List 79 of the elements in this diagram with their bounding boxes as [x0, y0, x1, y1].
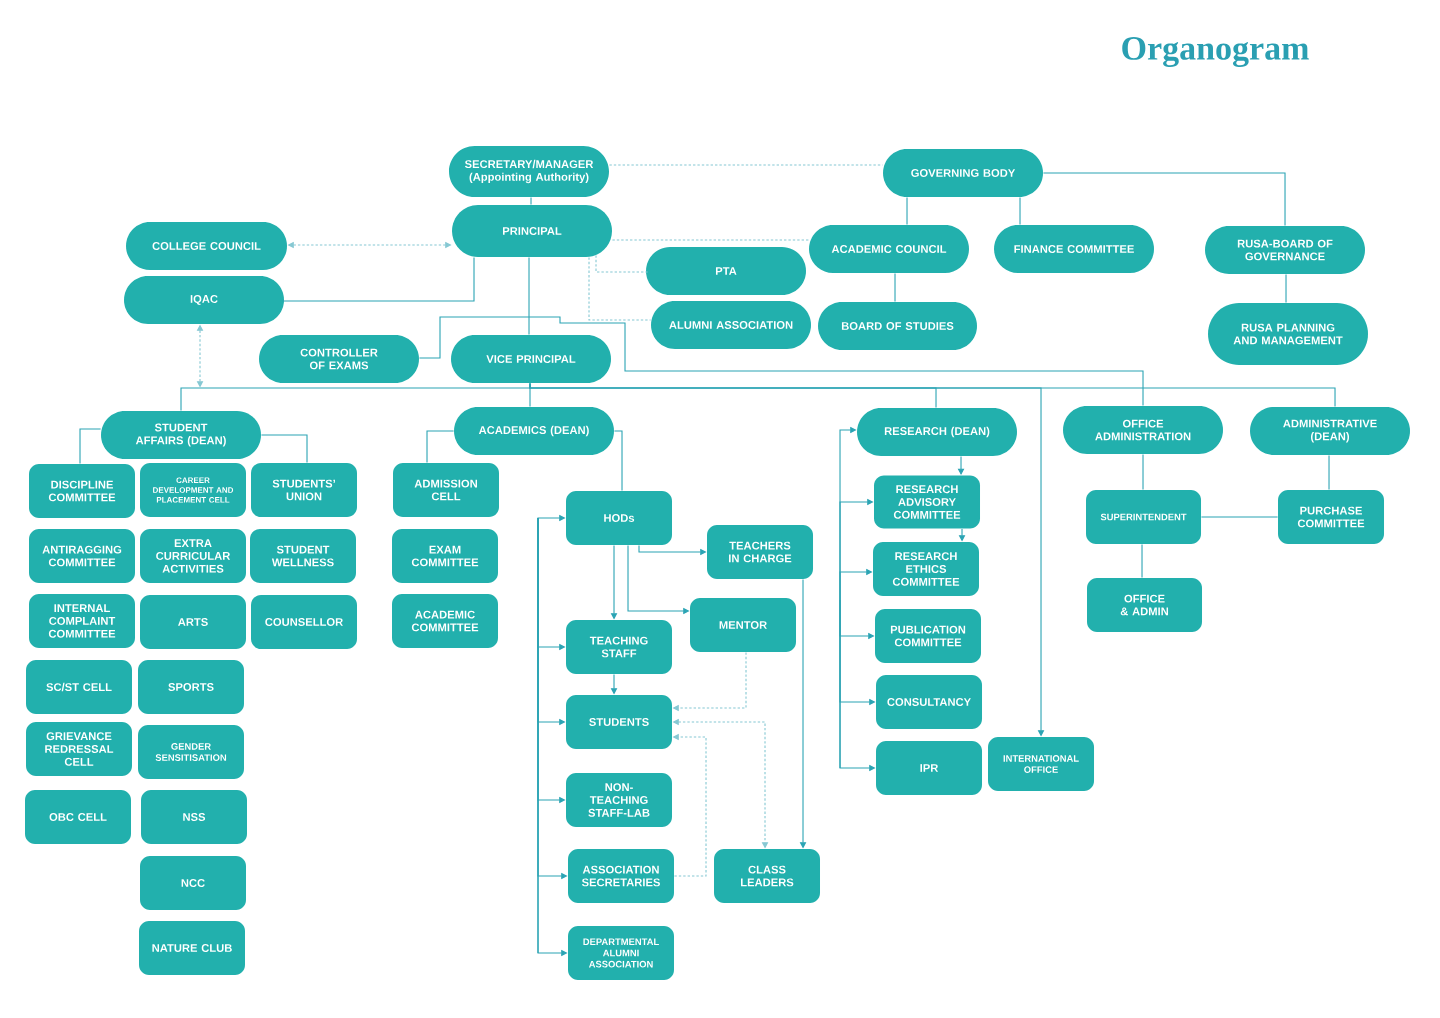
unit-box: INTERNAL COMPLAINT COMMITTEE	[29, 594, 135, 648]
dashed-connector	[608, 164, 884, 166]
pill-box: COLLEGE COUNCIL	[126, 222, 287, 270]
unit-box: NSS	[141, 790, 247, 844]
connector-line	[426, 430, 455, 464]
connector-line	[528, 256, 530, 336]
unit-box: GENDER SENSITISATION	[138, 725, 244, 779]
unit-box: OBC CELL	[25, 790, 131, 844]
pill-box: GOVERNING BODY	[883, 149, 1043, 197]
unit-box: TEACHING STAFF	[566, 620, 672, 674]
connector-line	[281, 256, 475, 302]
connector-line	[1019, 196, 1021, 226]
unit-box: PURCHASE COMMITTEE	[1278, 490, 1384, 544]
connector-line	[1042, 172, 1286, 227]
pill-box: ADMINISTRATIVE (DEAN)	[1250, 407, 1410, 455]
unit-box: CLASS LEADERS	[714, 849, 820, 903]
unit-box: STUDENT WELLNESS	[250, 529, 356, 583]
unit-box: OFFICE & ADMIN	[1087, 578, 1202, 632]
connector-line	[1142, 453, 1144, 491]
unit-box: NCC	[140, 856, 246, 910]
connector-line	[418, 316, 1144, 407]
unit-box: ARTS	[140, 595, 246, 649]
pill-box: FINANCE COMMITTEE	[994, 225, 1154, 273]
pill-box: STUDENT AFFAIRS (DEAN)	[101, 411, 261, 459]
pill-box: ALUMNI ASSOCIATION	[651, 301, 811, 349]
title: Organogram	[1122, 37, 1309, 67]
pill-box: IQAC	[124, 276, 284, 324]
unit-box: EXTRA CURRICULAR ACTIVITIES	[140, 529, 246, 583]
unit-box: NON- TEACHING STAFF-LAB	[566, 773, 672, 827]
connector-line	[894, 272, 896, 303]
unit-box: MENTOR	[690, 598, 796, 652]
connector-line	[530, 196, 532, 206]
pill-box: CONTROLLER OF EXAMS	[259, 335, 419, 383]
pill-box: RUSA-BOARD OF GOVERNANCE	[1205, 226, 1365, 274]
unit-box: SC/ST CELL	[26, 660, 132, 714]
pill-box: BOARD OF STUDIES	[818, 302, 977, 350]
unit-box: CAREER DEVELOPMENT AND PLACEMENT CELL	[140, 463, 246, 517]
unit-box: CONSULTANCY	[876, 675, 982, 729]
pill-box: PTA	[646, 247, 806, 295]
unit-box: SUPERINTENDENT	[1086, 490, 1201, 544]
connector-line	[1328, 454, 1330, 491]
unit-box: PUBLICATION COMMITTEE	[875, 609, 981, 663]
unit-box: ACADEMIC COMMITTEE	[392, 594, 498, 648]
pill-box: ACADEMIC COUNCIL	[809, 225, 969, 273]
pill-box: RESEARCH (DEAN)	[857, 408, 1017, 456]
unit-box: TEACHERS IN CHARGE	[707, 525, 813, 579]
pill-box: SECRETARY/MANAGER (Appointing Authority)	[449, 146, 609, 197]
unit-box: STUDENTS	[566, 695, 672, 749]
pill-box: VICE PRINCIPAL	[451, 335, 611, 383]
unit-box: RESEARCH ADVISORY COMMITTEE	[874, 475, 980, 529]
unit-box: RESEARCH ETHICS COMMITTEE	[873, 542, 979, 596]
dashed-connector	[588, 256, 652, 321]
connector-line	[1200, 516, 1279, 518]
unit-box: HODs	[566, 491, 672, 545]
unit-box: IPR	[876, 741, 982, 795]
unit-box: EXAM COMMITTEE	[392, 529, 498, 583]
unit-box: COUNSELLOR	[251, 595, 357, 649]
unit-box: GRIEVANCE REDRESSAL CELL	[26, 722, 132, 776]
unit-box: STUDENTS’ UNION	[251, 463, 357, 517]
connector-line	[1285, 273, 1287, 304]
unit-box: DEPARTMENTAL ALUMNI ASSOCIATION	[568, 926, 674, 980]
connector-line	[1141, 543, 1143, 579]
connector-line	[613, 430, 623, 492]
pill-box: OFFICE ADMINISTRATION	[1063, 406, 1223, 454]
dashed-connector	[611, 239, 810, 241]
dashed-connector	[595, 254, 649, 273]
connector-line	[906, 196, 908, 226]
unit-box: NATURE CLUB	[139, 921, 245, 975]
pill-box: PRINCIPAL	[452, 205, 612, 257]
unit-box: SPORTS	[138, 660, 244, 714]
unit-box: DISCIPLINE COMMITTEE	[29, 464, 135, 518]
connector-line	[79, 428, 102, 465]
connector-line	[260, 434, 308, 464]
unit-box: ANTIRAGGING COMMITTEE	[29, 529, 135, 583]
unit-box: ADMISSION CELL	[393, 463, 499, 517]
pill-box: RUSA PLANNING AND MANAGEMENT	[1208, 303, 1368, 365]
unit-box: ASSOCIATION SECRETARIES	[568, 849, 674, 903]
unit-box: INTERNATIONAL OFFICE	[988, 737, 1094, 791]
pill-box: ACADEMICS (DEAN)	[454, 407, 614, 455]
